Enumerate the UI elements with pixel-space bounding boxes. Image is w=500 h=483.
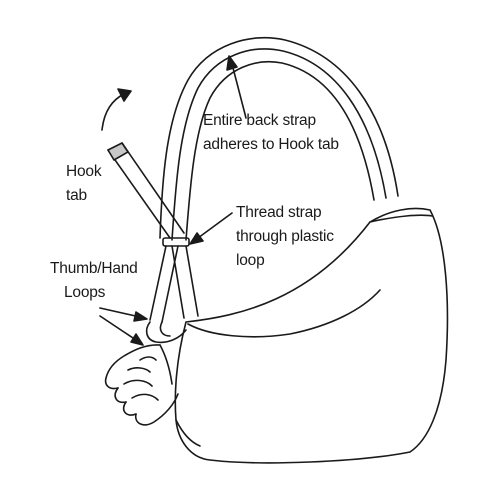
hand	[104, 344, 179, 426]
label-hook-tab-line-2: tab	[66, 187, 87, 204]
thumb-loop-pointer-1	[99, 307, 141, 318]
back-strap-pointer	[231, 63, 247, 119]
hook-tab-patch	[107, 142, 129, 161]
label-thumb-hand-loops-line-1: Thumb/Hand	[50, 260, 138, 277]
label-back-strap: Entire back strap adheres to Hook tab	[203, 109, 339, 157]
label-thumb-hand-loops: Thumb/Hand Loops	[50, 257, 138, 305]
plastic-loop	[162, 237, 190, 247]
label-thread-strap: Thread strap through plastic loop	[236, 201, 334, 273]
label-back-strap-line-2: adheres to Hook tab	[203, 136, 339, 153]
sling-pouch	[174, 207, 449, 464]
thumb-hand-loops	[145, 321, 187, 344]
label-thumb-hand-loops-line-2: Loops	[64, 284, 106, 301]
label-hook-tab-line-1: Hook	[66, 163, 102, 180]
label-hook-tab: Hook tab	[66, 160, 102, 208]
front-straps	[149, 245, 199, 323]
label-thread-strap-line-2: through plastic	[236, 228, 334, 245]
back-strap	[159, 36, 399, 241]
label-back-strap-line-1: Entire back strap	[203, 112, 316, 129]
hook-tab-strap	[107, 142, 185, 239]
pointer-arrows	[99, 55, 247, 346]
label-thread-strap-line-3: loop	[236, 252, 265, 269]
thread-strap-pointer	[197, 212, 233, 239]
hook-tab-motion-arrow	[101, 88, 132, 131]
thumb-loop-pointer-2	[99, 315, 137, 341]
label-thread-strap-line-1: Thread strap	[236, 204, 322, 221]
